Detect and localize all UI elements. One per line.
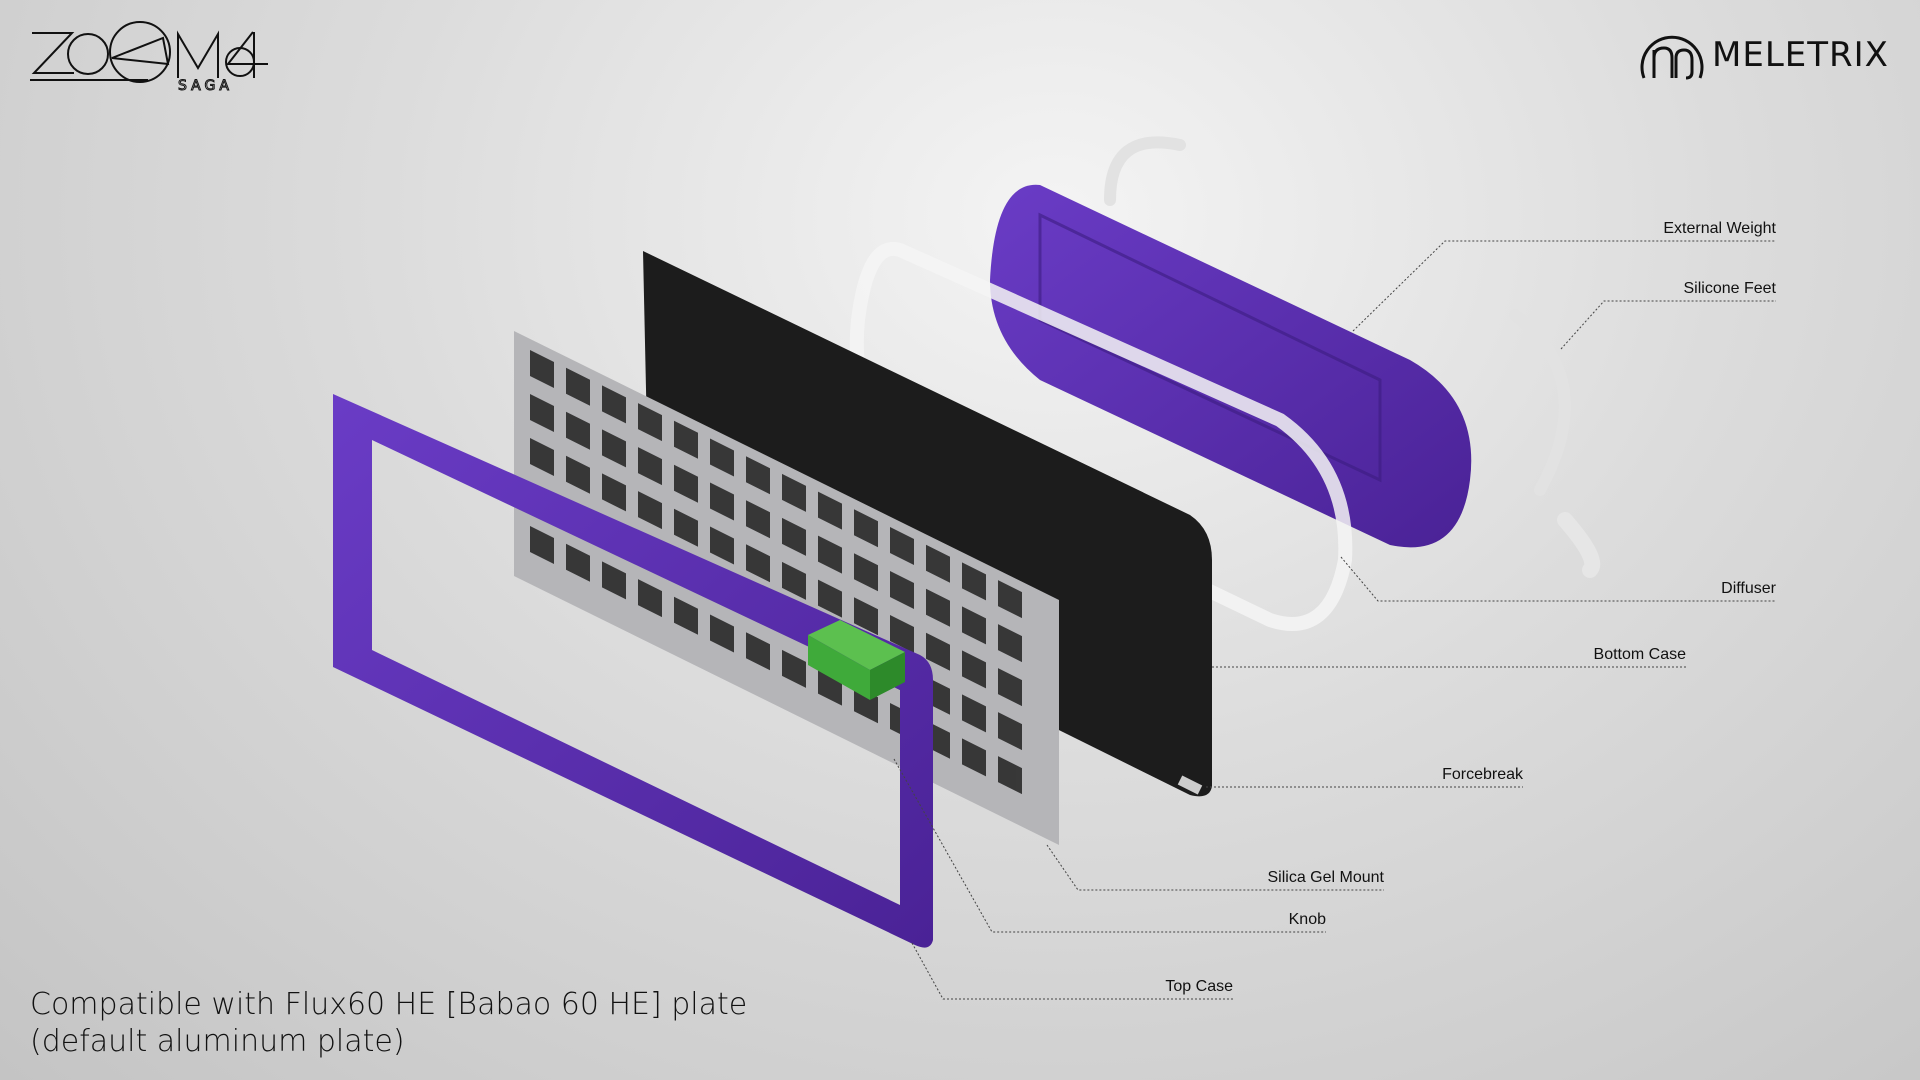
switch-cutout xyxy=(638,491,662,530)
switch-cutout xyxy=(746,632,770,671)
switch-cutout xyxy=(818,579,842,618)
switch-cutout xyxy=(674,464,698,503)
switch-cutout xyxy=(530,350,554,388)
switch-cutout xyxy=(926,588,950,627)
label-silica-gel-mount: Silica Gel Mount xyxy=(1267,869,1385,886)
switch-cutout xyxy=(566,411,590,450)
meletrix-elephant-icon xyxy=(1640,35,1704,80)
switch-cutout xyxy=(566,367,590,406)
label-diffuser: Diffuser xyxy=(1721,580,1776,597)
switch-cutout xyxy=(638,579,662,618)
switch-cutout xyxy=(710,438,734,477)
switch-cutout xyxy=(602,385,626,424)
knob xyxy=(808,620,905,700)
label-external-weight: External Weight xyxy=(1663,220,1776,237)
switch-cutout xyxy=(602,429,626,468)
compatibility-caption: Compatible with Flux60 HE [Babao 60 HE] … xyxy=(30,986,747,1060)
switch-cutout xyxy=(674,508,698,547)
switch-cutout xyxy=(818,491,842,530)
switch-cutout xyxy=(530,438,554,476)
meletrix-logo: MELETRIX xyxy=(1640,28,1889,82)
diffuser xyxy=(849,241,1353,631)
switch-cutout xyxy=(782,473,806,512)
leader-lines xyxy=(893,240,1776,1000)
switch-cutout xyxy=(854,553,878,592)
switch-cutout xyxy=(998,624,1022,663)
switch-cutout xyxy=(998,668,1022,707)
silicone-foot xyxy=(1509,309,1571,496)
switch-cutout xyxy=(962,694,986,733)
switch-cutout xyxy=(962,650,986,689)
switch-cutout xyxy=(782,561,806,600)
switch-cutout xyxy=(998,712,1022,751)
label-bottom-case: Bottom Case xyxy=(1593,646,1686,663)
switch-cutout xyxy=(998,756,1022,795)
switch-cutout xyxy=(710,526,734,565)
switch-cutout xyxy=(530,526,554,564)
external-weight xyxy=(990,184,1472,548)
switch-cutout xyxy=(854,509,878,548)
switch-cutout xyxy=(890,527,914,565)
switch-cutout xyxy=(746,500,770,539)
meletrix-wordmark: MELETRIX xyxy=(1712,35,1889,75)
caption-line-2: (default aluminum plate) xyxy=(30,1024,405,1059)
svg-text:SAGA: SAGA xyxy=(178,78,233,93)
label-silicone-feet: Silicone Feet xyxy=(1683,280,1777,297)
switch-cutout xyxy=(854,597,878,636)
switch-cutout xyxy=(746,544,770,583)
switch-cutout xyxy=(926,544,950,583)
label-knob: Knob xyxy=(1288,911,1326,928)
switch-cutout xyxy=(530,394,554,432)
switch-cutout xyxy=(890,571,914,609)
switch-cutout xyxy=(638,447,662,486)
switch-cutout xyxy=(602,561,626,600)
switch-cutout xyxy=(998,580,1022,619)
switch-cutout xyxy=(710,482,734,521)
label-forcebreak: Forcebreak xyxy=(1442,766,1523,783)
bottom-case xyxy=(643,251,1212,797)
switch-cutout xyxy=(926,632,950,671)
silicone-foot xyxy=(1557,512,1601,578)
switch-cutout xyxy=(638,403,662,442)
switch-cutout xyxy=(962,562,986,601)
switch-cutout xyxy=(782,517,806,556)
zoom64-saga-logo: SAGA xyxy=(28,18,268,98)
top-case xyxy=(333,394,933,948)
switch-cutout xyxy=(818,535,842,574)
switch-cutout xyxy=(746,456,770,495)
switch-cutout xyxy=(674,420,698,459)
switch-cutout xyxy=(890,615,914,653)
switch-cutout xyxy=(710,614,734,653)
switch-cutout xyxy=(566,543,590,582)
switch-cutout xyxy=(674,596,698,635)
switch-cutout xyxy=(962,606,986,645)
switch-cutout xyxy=(602,473,626,512)
switch-cutout xyxy=(782,649,806,688)
label-top-case: Top Case xyxy=(1165,978,1233,995)
silicone-foot xyxy=(1104,136,1186,206)
caption-line-1: Compatible with Flux60 HE [Babao 60 HE] … xyxy=(30,987,748,1022)
switch-cutout xyxy=(566,455,590,494)
switch-cutout xyxy=(962,738,986,777)
